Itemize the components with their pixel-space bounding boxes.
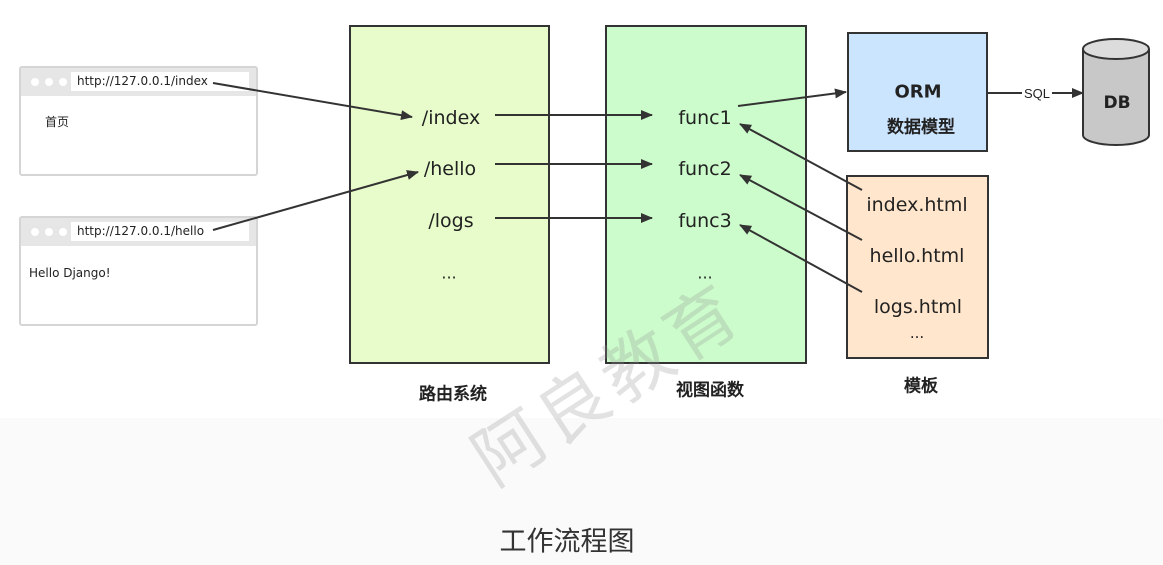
- url-bar[interactable]: http://127.0.0.1/hello: [71, 222, 249, 241]
- view-functions-caption: 视图函数: [676, 380, 744, 401]
- request-hello-arrow: [212, 170, 419, 231]
- routing-system-box: [349, 25, 550, 364]
- template-logs: logs.html: [873, 296, 963, 318]
- window-dot-icon: [31, 78, 39, 86]
- orm-box: [847, 32, 988, 152]
- templates-box: [846, 175, 989, 359]
- orm-title: ORM: [894, 81, 942, 103]
- view-functions-box: [605, 25, 807, 364]
- template-hello-to-func2-arrow: [739, 174, 863, 241]
- page-title: 工作流程图: [499, 526, 635, 558]
- routing-system-caption: 路由系统: [419, 384, 487, 405]
- sql-label: SQL: [1024, 86, 1050, 101]
- db-label: DB: [1103, 93, 1130, 113]
- window-dot-icon: [59, 78, 67, 86]
- request-index-arrow: [212, 82, 413, 121]
- window-dot-icon: [31, 228, 39, 236]
- view-func3: func3: [678, 210, 732, 232]
- template-hello: hello.html: [869, 245, 965, 267]
- view-more: ...: [697, 263, 713, 283]
- window-dot-icon: [45, 228, 53, 236]
- route-index: /index: [421, 107, 481, 129]
- template-more: ...: [909, 324, 925, 342]
- page-content: Hello Django!: [29, 266, 111, 280]
- view-func1: func1: [678, 107, 732, 129]
- template-index-to-func1-arrow: [739, 123, 863, 191]
- database-icon: DB: [1082, 38, 1150, 146]
- page-content: 首页: [45, 115, 70, 129]
- browser-window-hello: http://127.0.0.1/hello Hello Django!: [19, 216, 258, 326]
- window-dot-icon: [45, 78, 53, 86]
- route-logs: /logs: [428, 210, 474, 232]
- template-index: index.html: [866, 194, 968, 216]
- bottom-band: [0, 418, 1163, 565]
- url-bar[interactable]: http://127.0.0.1/index: [71, 72, 249, 91]
- view-func2: func2: [678, 158, 732, 180]
- template-logs-to-func3-arrow: [739, 224, 863, 293]
- func1-to-orm-arrow: [737, 88, 847, 107]
- browser-toolbar: http://127.0.0.1/index: [21, 68, 256, 96]
- window-dot-icon: [59, 228, 67, 236]
- templates-caption: 模板: [904, 376, 938, 397]
- route-more: ...: [441, 263, 457, 283]
- route-hello: /hello: [423, 158, 477, 180]
- orm-subtitle: 数据模型: [887, 117, 955, 138]
- browser-toolbar: http://127.0.0.1/hello: [21, 218, 256, 246]
